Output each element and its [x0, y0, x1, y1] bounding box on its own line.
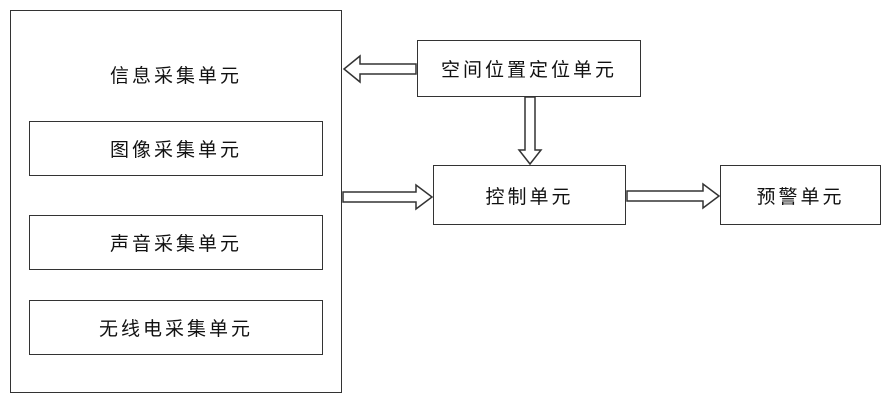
arrow-info-to-control [343, 185, 432, 209]
arrow-control-to-warning [627, 184, 719, 208]
arrow-spatial-to-control [519, 97, 541, 164]
arrow-spatial-to-info [344, 56, 416, 82]
